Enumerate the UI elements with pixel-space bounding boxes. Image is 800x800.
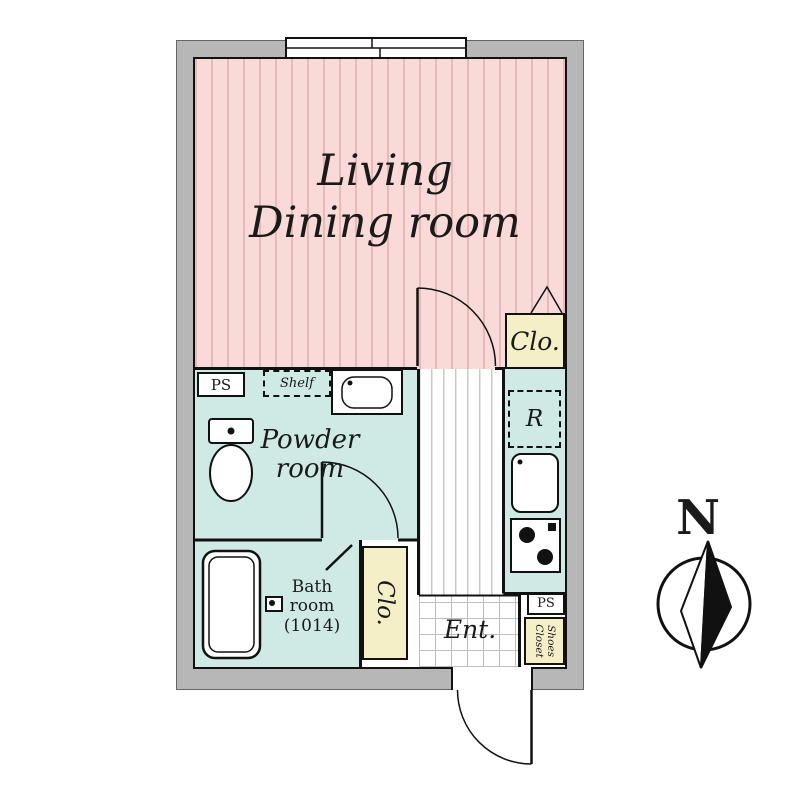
label-shoes-closet: Shoes Closet [524, 617, 565, 665]
closet-top [505, 313, 565, 369]
label-living-line2: Dining room [249, 198, 521, 248]
label-shelf: Shelf [263, 370, 331, 397]
label-refrigerator: R [508, 390, 561, 448]
entrance-door-gap [452, 667, 532, 690]
label-shoes-line1: Shoes [544, 625, 557, 657]
label-pipe-space-2-text: PS [537, 596, 555, 611]
compass-north-label: N [660, 488, 736, 548]
label-pipe-space-2: PS [527, 592, 565, 615]
hallway [419, 369, 504, 595]
label-living-dining: Living Dining room [235, 143, 535, 253]
label-closet-top-text: Clo. [510, 326, 560, 356]
compass-icon [656, 540, 752, 669]
compass-north-text: N [676, 490, 720, 546]
room-living-dining [195, 59, 565, 369]
shoes-closet [524, 617, 565, 665]
label-powder-line2: room [275, 454, 345, 484]
label-refrigerator-text: R [525, 406, 544, 432]
label-powder-line1: Powder [260, 425, 360, 456]
pipe-space-box-1 [197, 372, 245, 397]
label-bath-line3: (1014) [283, 615, 341, 636]
label-shoes-closet-text: Shoes Closet [532, 624, 556, 658]
label-shoes-line2: Closet [532, 624, 545, 658]
label-bath-room: Bath room (1014) [275, 570, 349, 644]
shelf-box [263, 370, 331, 397]
label-closet-mid-text: Clo. [372, 580, 398, 626]
closet-mid [362, 546, 408, 660]
label-pipe-space-1-text: PS [210, 375, 232, 394]
label-pipe-space-1: PS [197, 372, 245, 397]
entrance-area [419, 595, 520, 667]
label-shelf-text: Shelf [280, 376, 314, 391]
label-entrance: Ent. [434, 611, 506, 647]
label-powder-room: Powder room [240, 424, 380, 486]
label-entrance-text: Ent. [443, 614, 497, 644]
label-bath-line2: room [289, 596, 335, 617]
label-closet-mid: Clo. [362, 546, 408, 660]
label-bath-line1: Bath [291, 576, 333, 597]
label-closet-top: Clo. [505, 313, 565, 369]
label-living-line1: Living [317, 146, 453, 197]
